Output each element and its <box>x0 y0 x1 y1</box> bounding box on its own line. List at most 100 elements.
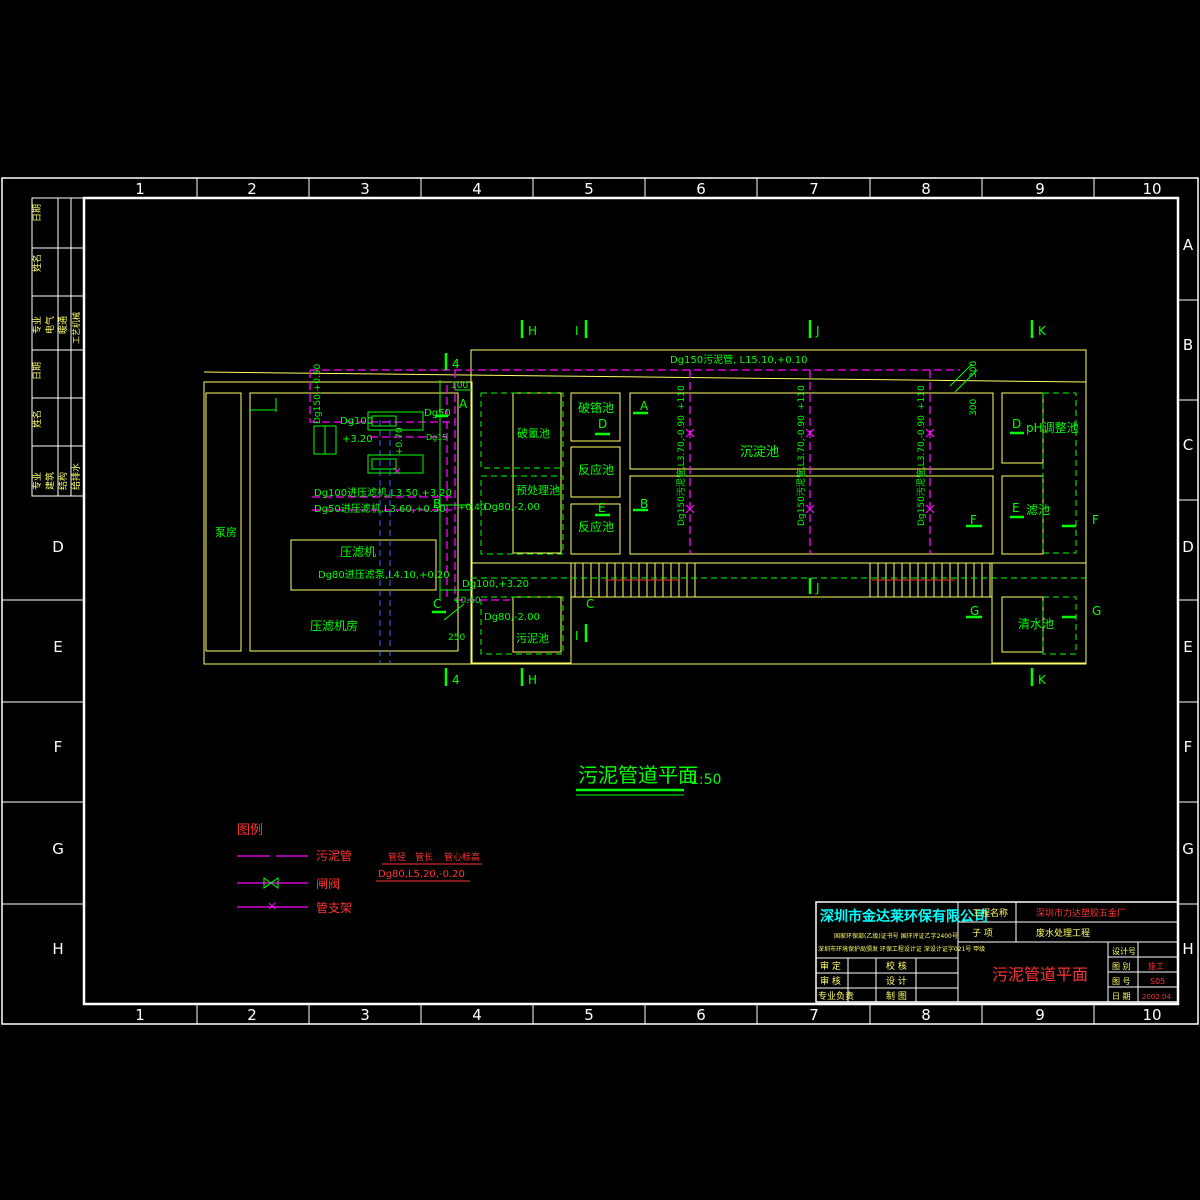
grid-mark-I-top: I <box>575 324 579 338</box>
settle-pipe-3: Dg150污泥管,L3.70,-0.90 <box>915 415 927 526</box>
grid-row-H: H <box>52 940 63 958</box>
strip-water: 给排水 <box>70 463 82 490</box>
gate-valve-icon <box>263 877 279 889</box>
pipe-elev-320: +3.20 <box>342 434 373 445</box>
review-label: 审 定 <box>820 960 841 972</box>
legend-item-pipe: 污泥管 <box>316 848 352 863</box>
pipe-dg100-label: Dg100 <box>340 416 373 427</box>
design-no-label: 设计号 <box>1112 946 1136 956</box>
legend: 图例 污泥管 闸阀 管支架 管径 管长 管心标高 Dg80,L5.20,-0.2… <box>237 823 482 915</box>
pipe-main-label: Dg150污泥管, L15.10,+0.10 <box>670 353 808 366</box>
drawing-no-label: 图 号 <box>1112 977 1131 986</box>
blue-pipes <box>379 420 391 664</box>
audit-label: 审 核 <box>820 975 841 987</box>
grid-column-5: 5 <box>584 1006 594 1024</box>
section-F-right: F <box>1092 513 1099 527</box>
grid-row-D: D <box>1182 538 1194 556</box>
strip-date-2: 日期 <box>32 362 43 380</box>
pipe-line-2: Dg50进压滤机,L3.60,+0.50 <box>314 502 446 515</box>
grid-column-4: 4 <box>472 1006 482 1024</box>
title-block: 深圳市金达莱环保有限公司 国家环保部(乙级)证书号 国环评证乙字2400号 深圳… <box>815 901 1179 1003</box>
section-G-left: G <box>970 604 979 618</box>
section-F-left: F <box>970 513 977 527</box>
pipe-dg50-label: Dg50 <box>424 408 451 419</box>
sheet-title: 污泥管道平面 <box>992 965 1088 984</box>
strip-hvac: 暖通 <box>57 316 69 334</box>
pipe-crosses <box>393 428 935 514</box>
project-value: 深圳市力达塑胶五金厂 <box>1036 907 1126 919</box>
grid-row-F: F <box>1184 738 1193 756</box>
grid-column-10: 10 <box>1142 180 1161 198</box>
pipe-dg80-b: Dg80,-2.00 <box>484 612 540 623</box>
plus-110-3: +110 <box>917 385 927 410</box>
pipe-elev-060: +0.60 <box>453 596 481 606</box>
grid-mark-H-top: H <box>528 324 537 338</box>
grid-row-E: E <box>1183 638 1192 656</box>
pipe-dg80-a: Dg80,-2.00 <box>484 502 540 513</box>
grid-column-3: 3 <box>360 1006 370 1024</box>
grid-mark-K-top: K <box>1038 324 1047 338</box>
grid-row-A: A <box>1183 236 1194 254</box>
strip-major-2: 专业 <box>31 472 43 490</box>
tank-chrome: 破铬池 <box>578 400 614 415</box>
pipe-dg15-label: Dg15 <box>426 433 447 442</box>
item-value: 废水处理工程 <box>1036 927 1090 939</box>
left-revision-strip: 日期 姓名 专业 电气 暖通 工艺机械 日期 姓名 专业 建筑 结构 给排水 <box>31 197 85 497</box>
plus-110-2: +110 <box>797 385 807 410</box>
tank-cyanide: 破氰池 <box>517 426 550 440</box>
grid-row-H: H <box>1182 940 1193 958</box>
legend-item-support: 管支架 <box>316 900 352 915</box>
settle-pipe-1: Dg150污泥管,L3.70,-0.90 <box>675 415 687 526</box>
check-label: 校 核 <box>886 960 907 972</box>
dim-300-a: 300 <box>969 361 979 378</box>
grid-column-1: 1 <box>135 180 145 198</box>
grid-mark-H-bottom: H <box>528 673 537 687</box>
outer-frame <box>1 177 1199 1025</box>
design-label: 设 计 <box>886 975 907 987</box>
annot-head-elevation: 管心标高 <box>444 851 480 863</box>
building-structure <box>203 349 1087 665</box>
grid-column-1: 1 <box>135 1006 145 1024</box>
dim-250: 250 <box>448 633 465 643</box>
grid-mark-4-bottom: 4 <box>452 673 460 687</box>
annot-value: Dg80,L5.20,-0.20 <box>378 869 465 880</box>
grid-mark-J-mid: J <box>815 581 820 595</box>
license-line-1: 国家环保部(乙级)证书号 国环评证乙字2400号 <box>834 932 958 940</box>
section-A-left: A <box>459 397 468 411</box>
grid-row-E: E <box>53 638 62 656</box>
section-B-left: B <box>433 497 441 511</box>
grid-row-D: D <box>52 538 64 556</box>
drawing-type-label: 图 别 <box>1112 962 1131 971</box>
drawing-no-value: S05 <box>1150 977 1165 986</box>
section-A-right: A <box>640 399 649 413</box>
tank-sludge: 污泥池 <box>516 632 549 645</box>
drawing-scale: 1:50 <box>690 772 721 788</box>
axis-ticks <box>432 320 1076 686</box>
strip-mech: 工艺机械 <box>71 312 81 344</box>
room-filter-press-room: 压滤机房 <box>310 618 358 633</box>
grid-column-7: 7 <box>809 1006 819 1024</box>
license-line-2: 深圳市环境保护局颁发 环保工程设计证 深设计证字021号 甲级 <box>818 945 985 953</box>
strip-name-1: 姓名 <box>31 254 43 272</box>
project-label: 工程名称 <box>972 907 1008 919</box>
pipe-dg100-320: Dg100,+3.20 <box>462 579 529 590</box>
pipe-vertical-label: Dg150,+0.50 <box>313 363 323 424</box>
drawing-type-value: 施工 <box>1148 961 1164 971</box>
equipment <box>250 363 978 621</box>
tank-pretreat: 预处理池 <box>516 484 560 497</box>
grid-mark-K-bottom: K <box>1038 673 1047 687</box>
dim-100: 100 <box>451 381 468 391</box>
grid-column-9: 9 <box>1035 180 1045 198</box>
grid-mark-J-top: J <box>815 324 820 338</box>
strip-struct: 结构 <box>57 472 69 490</box>
tank-settle: 沉淀池 <box>740 445 779 460</box>
grid-row-F: F <box>54 738 63 756</box>
sludge-pipes <box>309 369 960 601</box>
legend-title: 图例 <box>237 823 263 838</box>
grid-row-C: C <box>1183 436 1193 454</box>
strip-name-2: 姓名 <box>31 410 43 428</box>
grid-column-2: 2 <box>247 1006 257 1024</box>
